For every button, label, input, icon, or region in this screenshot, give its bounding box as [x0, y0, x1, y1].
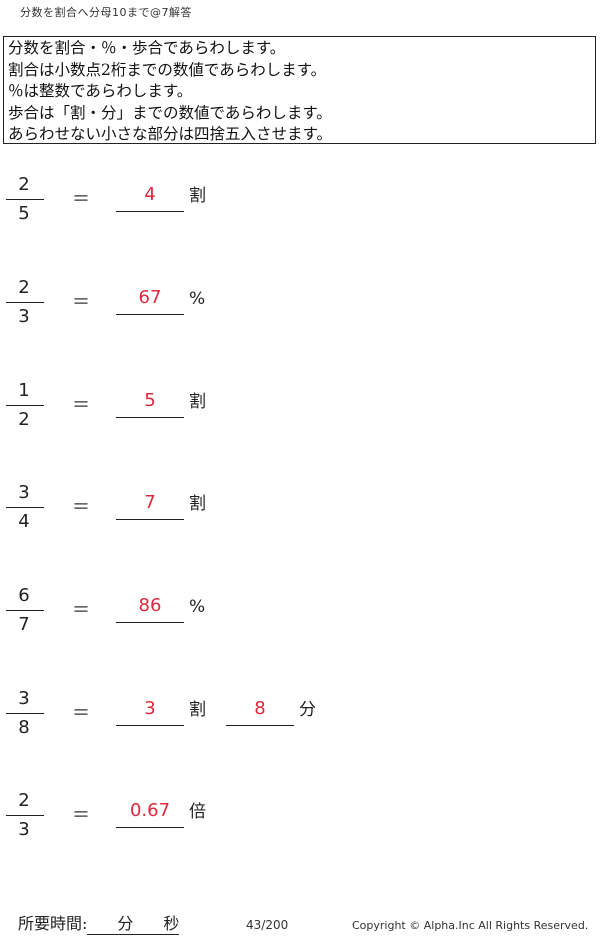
answer-value: 4: [144, 184, 156, 205]
page-number: 43/200: [246, 918, 289, 932]
seconds-label: 秒: [163, 914, 180, 933]
problem-3: 1 2 ＝ 5 割: [0, 380, 600, 460]
fraction-bar: [6, 302, 44, 303]
problem-6: 3 8 ＝ 3 割 8 分: [0, 688, 600, 768]
numerator: 3: [18, 688, 30, 709]
instruction-line: あらわせない小さな部分は四捨五入させます。: [8, 125, 332, 143]
minutes-label: 分: [117, 914, 134, 933]
problem-2: 2 3 ＝ 67 %: [0, 277, 600, 357]
time-label: 所要時間:: [18, 914, 88, 933]
numerator: 2: [18, 174, 30, 195]
numerator: 1: [18, 380, 30, 401]
fraction-bar: [6, 713, 44, 714]
instruction-line: ％は整数であらわします。: [8, 82, 193, 100]
answer-unit: %: [189, 597, 206, 617]
answer-underline: [226, 725, 294, 726]
problem-4: 3 4 ＝ 7 割: [0, 482, 600, 562]
numerator: 3: [18, 482, 30, 503]
instructions-box: 分数を割合・％・歩合であらわします。 割合は小数点2桁までの数値であらわします。…: [3, 36, 596, 144]
numerator: 2: [18, 277, 30, 298]
equals-sign: ＝: [72, 703, 90, 724]
denominator: 4: [18, 511, 30, 532]
answer-underline: [116, 314, 184, 315]
equals-sign: ＝: [72, 600, 90, 621]
problem-5: 6 7 ＝ 86 %: [0, 585, 600, 665]
fraction-bar: [6, 610, 44, 611]
answer-value: 5: [144, 390, 156, 411]
answer-value: 0.67: [129, 800, 171, 821]
instruction-line: 歩合は「割・分」までの数値であらわします。: [8, 103, 332, 122]
fraction-bar: [6, 815, 44, 816]
denominator: 8: [18, 717, 30, 738]
page-title: 分数を割合へ分母10まで@7解答: [20, 6, 192, 19]
instruction-line: 割合は小数点2桁までの数値であらわします。: [8, 60, 327, 79]
numerator: 2: [18, 790, 30, 811]
numerator: 6: [18, 585, 30, 606]
equals-sign: ＝: [72, 805, 90, 826]
answer-unit: 割: [189, 186, 206, 206]
answer-value: 86: [138, 595, 162, 616]
equals-sign: ＝: [72, 189, 90, 210]
copyright: Copyright © Alpha.Inc All Rights Reserve…: [352, 919, 589, 932]
equals-sign: ＝: [72, 292, 90, 313]
answer-unit: %: [189, 289, 206, 309]
answer-underline: [116, 519, 184, 520]
answer-underline: [116, 211, 184, 212]
answer-underline: [116, 725, 184, 726]
problem-7: 2 3 ＝ 0.67 倍: [0, 790, 600, 870]
answer-underline: [116, 622, 184, 623]
equals-sign: ＝: [72, 395, 90, 416]
denominator: 3: [18, 819, 30, 840]
answer-value: 67: [138, 287, 162, 308]
denominator: 5: [18, 203, 30, 224]
answer-unit: 割: [189, 700, 206, 720]
answer-value: 3: [144, 698, 156, 719]
denominator: 2: [18, 409, 30, 430]
fraction-bar: [6, 199, 44, 200]
answer-underline: [116, 827, 184, 828]
time-blank: 分秒: [87, 910, 180, 935]
answer-value: 7: [144, 492, 156, 513]
problem-1: 2 5 ＝ 4 割: [0, 174, 600, 254]
answer-underline: [116, 417, 184, 418]
equals-sign: ＝: [72, 497, 90, 518]
denominator: 7: [18, 614, 30, 635]
answer-unit: 分: [299, 700, 316, 720]
time-taken: 所要時間:分秒: [18, 910, 180, 935]
answer-unit: 割: [189, 392, 206, 412]
answer-unit: 割: [189, 494, 206, 514]
answer-value: 8: [254, 698, 266, 719]
fraction-bar: [6, 405, 44, 406]
fraction-bar: [6, 507, 44, 508]
instruction-line: 分数を割合・％・歩合であらわします。: [8, 39, 286, 57]
answer-unit: 倍: [189, 802, 206, 822]
denominator: 3: [18, 306, 30, 327]
